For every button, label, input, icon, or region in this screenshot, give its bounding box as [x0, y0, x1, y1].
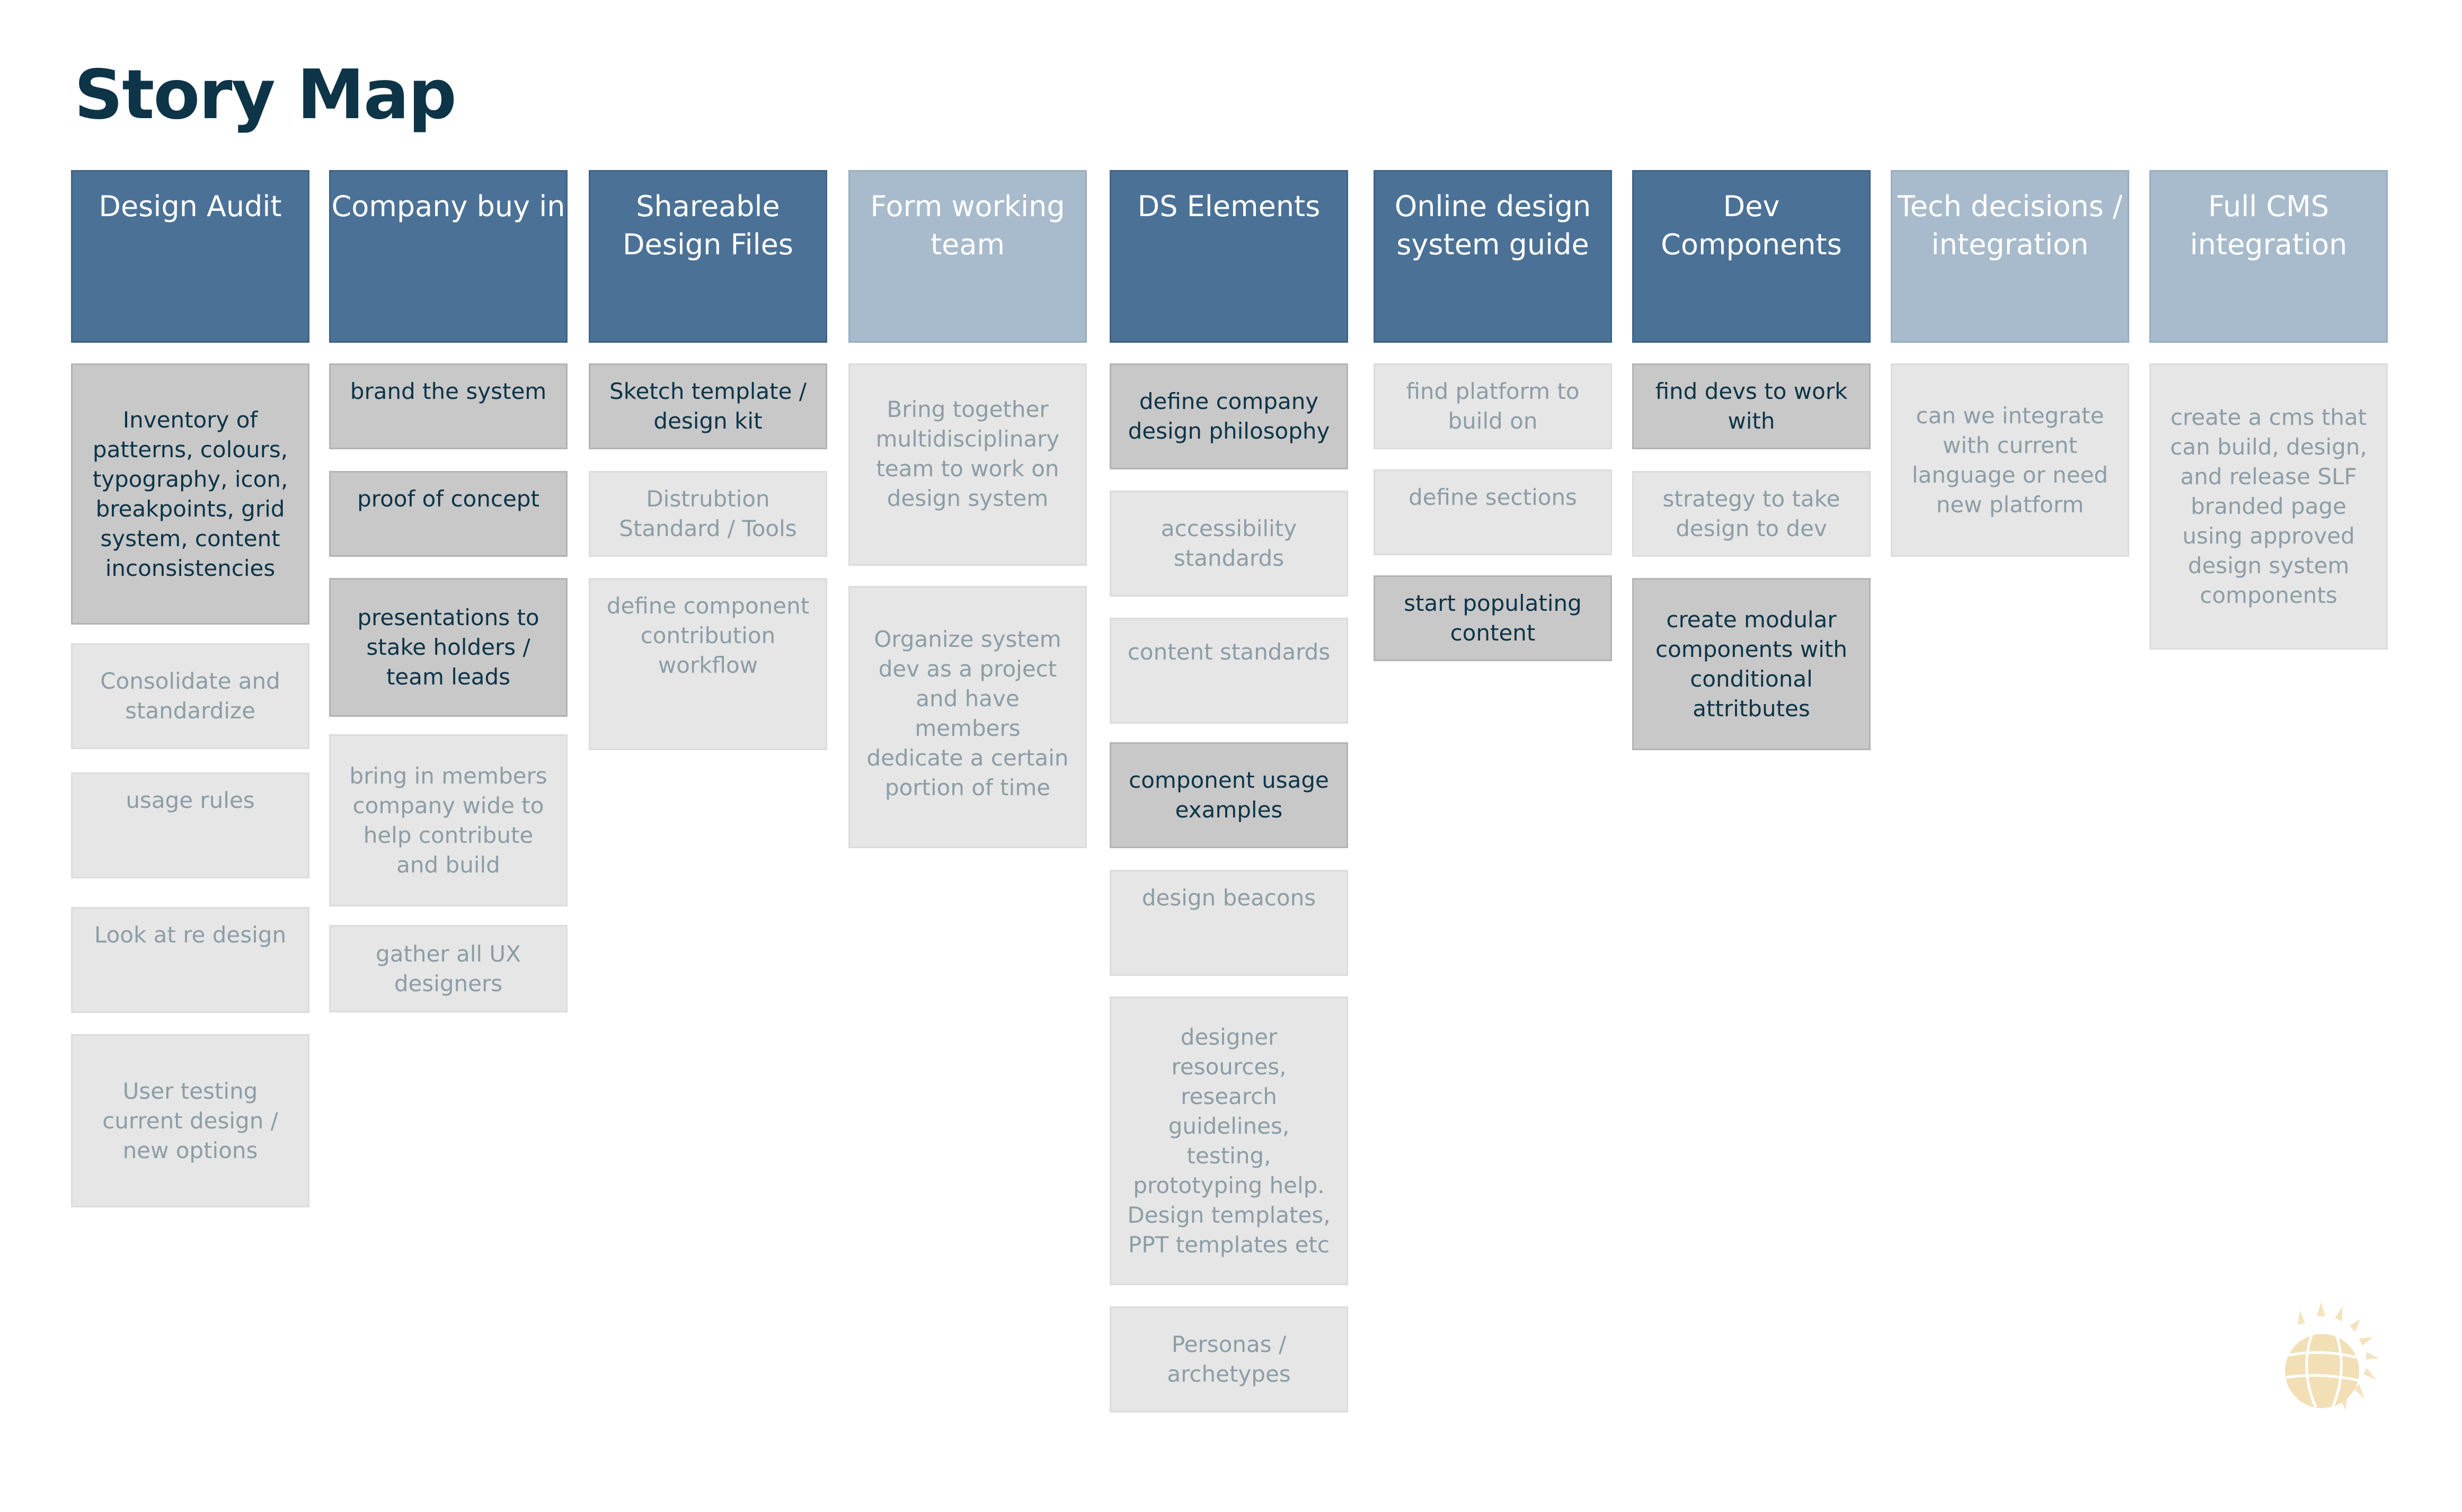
- story-card[interactable]: designer resources, research guidelines,…: [1110, 997, 1348, 1285]
- epic-header[interactable]: Design Audit: [71, 170, 309, 343]
- column-online-design-system-guide: Online design system guide find platform…: [1374, 170, 1612, 661]
- column-tech-decisions: Tech decisions / integration can we inte…: [1891, 170, 2129, 557]
- epic-header[interactable]: Company buy in: [329, 170, 568, 343]
- story-card[interactable]: find devs to work with: [1632, 363, 1871, 449]
- story-card[interactable]: bring in members company wide to help co…: [329, 734, 568, 906]
- story-card[interactable]: can we integrate with current language o…: [1891, 363, 2129, 557]
- story-card[interactable]: Look at re design: [71, 907, 309, 1013]
- story-card[interactable]: proof of concept: [329, 471, 568, 557]
- story-card[interactable]: content standards: [1110, 618, 1348, 724]
- epic-header[interactable]: Full CMS integration: [2149, 170, 2388, 343]
- story-card[interactable]: gather all UX designers: [329, 925, 568, 1012]
- story-card[interactable]: presentations to stake holders / team le…: [329, 578, 568, 717]
- story-card[interactable]: User testing current design / new option…: [71, 1034, 309, 1207]
- story-card[interactable]: Personas / archetypes: [1110, 1306, 1348, 1412]
- column-dev-components: Dev Components find devs to work with st…: [1632, 170, 1871, 750]
- story-card[interactable]: design beacons: [1110, 870, 1348, 976]
- column-full-cms-integration: Full CMS integration create a cms that c…: [2149, 170, 2388, 650]
- column-form-working-team: Form working team Bring together multidi…: [848, 170, 1087, 848]
- column-shareable-design-files: Shareable Design Files Sketch template /…: [589, 170, 827, 750]
- epic-header[interactable]: DS Elements: [1110, 170, 1348, 343]
- story-card[interactable]: component usage examples: [1110, 742, 1348, 848]
- story-card[interactable]: Distrubtion Standard / Tools: [589, 471, 827, 557]
- epic-header[interactable]: Form working team: [848, 170, 1087, 343]
- column-design-audit: Design Audit Inventory of patterns, colo…: [71, 170, 309, 1207]
- story-card[interactable]: create a cms that can build, design, and…: [2149, 363, 2388, 650]
- epic-header[interactable]: Tech decisions / integration: [1891, 170, 2129, 343]
- story-card[interactable]: define sections: [1374, 469, 1612, 555]
- story-card[interactable]: find platform to build on: [1374, 363, 1612, 449]
- epic-header[interactable]: Dev Components: [1632, 170, 1871, 343]
- story-card[interactable]: Bring together multidisciplinary team to…: [848, 363, 1087, 566]
- epic-header[interactable]: Shareable Design Files: [589, 170, 827, 343]
- story-card[interactable]: define company design philosophy: [1110, 363, 1348, 469]
- story-card[interactable]: usage rules: [71, 772, 309, 878]
- story-card[interactable]: create modular components with condition…: [1632, 578, 1871, 750]
- epic-header[interactable]: Online design system guide: [1374, 170, 1612, 343]
- story-card[interactable]: start populating content: [1374, 575, 1612, 661]
- story-card[interactable]: accessibility standards: [1110, 491, 1348, 597]
- story-card[interactable]: brand the system: [329, 363, 568, 449]
- column-ds-elements: DS Elements define company design philos…: [1110, 170, 1348, 1412]
- story-card[interactable]: Organize system dev as a project and hav…: [848, 586, 1087, 848]
- story-card[interactable]: Sketch template / design kit: [589, 363, 827, 449]
- sun-globe-logo-icon: [2285, 1302, 2379, 1410]
- story-card[interactable]: define component contribution workflow: [589, 578, 827, 750]
- column-company-buy-in: Company buy in brand the system proof of…: [329, 170, 568, 1012]
- story-card[interactable]: Inventory of patterns, colours, typograp…: [71, 363, 309, 625]
- page-title: Story Map: [74, 56, 457, 135]
- story-card[interactable]: Consolidate and standardize: [71, 643, 309, 749]
- story-card[interactable]: strategy to take design to dev: [1632, 471, 1871, 557]
